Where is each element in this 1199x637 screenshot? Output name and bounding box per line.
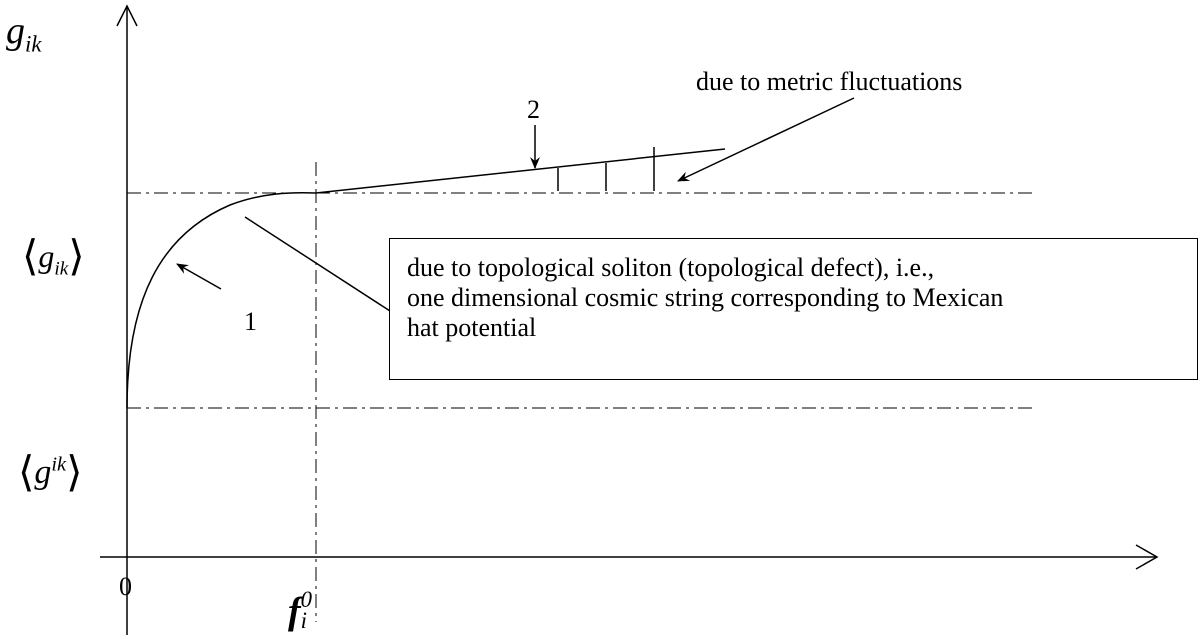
soliton-connector-line (244, 216, 391, 312)
x-critical-label-superscript: 0 (300, 587, 313, 612)
curve-1 (126, 191, 317, 409)
y-axis-arrowhead (116, 4, 138, 27)
y-axis-label-base: g (6, 10, 25, 52)
curve-1-pointer-arrow (176, 263, 222, 290)
fluctuations-pointer-arrow (677, 97, 855, 182)
upper-level-label-base: g (38, 238, 55, 274)
y-axis-label: gik (6, 12, 41, 56)
lower-level-label-superscript: ik (51, 453, 67, 476)
curve-2 (315, 148, 726, 194)
metric-fluctuations-annotation: due to metric fluctuations (696, 67, 963, 96)
y-axis-label-subscript: ik (25, 31, 42, 57)
soliton-annotation-line-1: due to topological soliton (topological … (407, 253, 935, 282)
upper-level-label-subscript: ik (54, 258, 69, 280)
soliton-annotation-box: due to topological soliton (topological … (389, 238, 1198, 380)
soliton-annotation-line-2: one dimensional cosmic string correspond… (407, 283, 1004, 312)
curve-2-label: 2 (527, 95, 540, 124)
x-axis-arrowhead (1135, 544, 1159, 570)
lower-level-label: ⟨gik⟩ (18, 450, 83, 496)
soliton-annotation-line-3: hat potential (407, 313, 537, 342)
x-critical-label-subscript: i (300, 607, 307, 633)
upper-level-label: ⟨gik⟩ (22, 234, 85, 280)
curve-1-label: 1 (244, 307, 257, 336)
origin-label: 0 (119, 572, 132, 601)
x-critical-label-base: f (288, 590, 301, 633)
lower-level-label-base: g (34, 454, 52, 491)
